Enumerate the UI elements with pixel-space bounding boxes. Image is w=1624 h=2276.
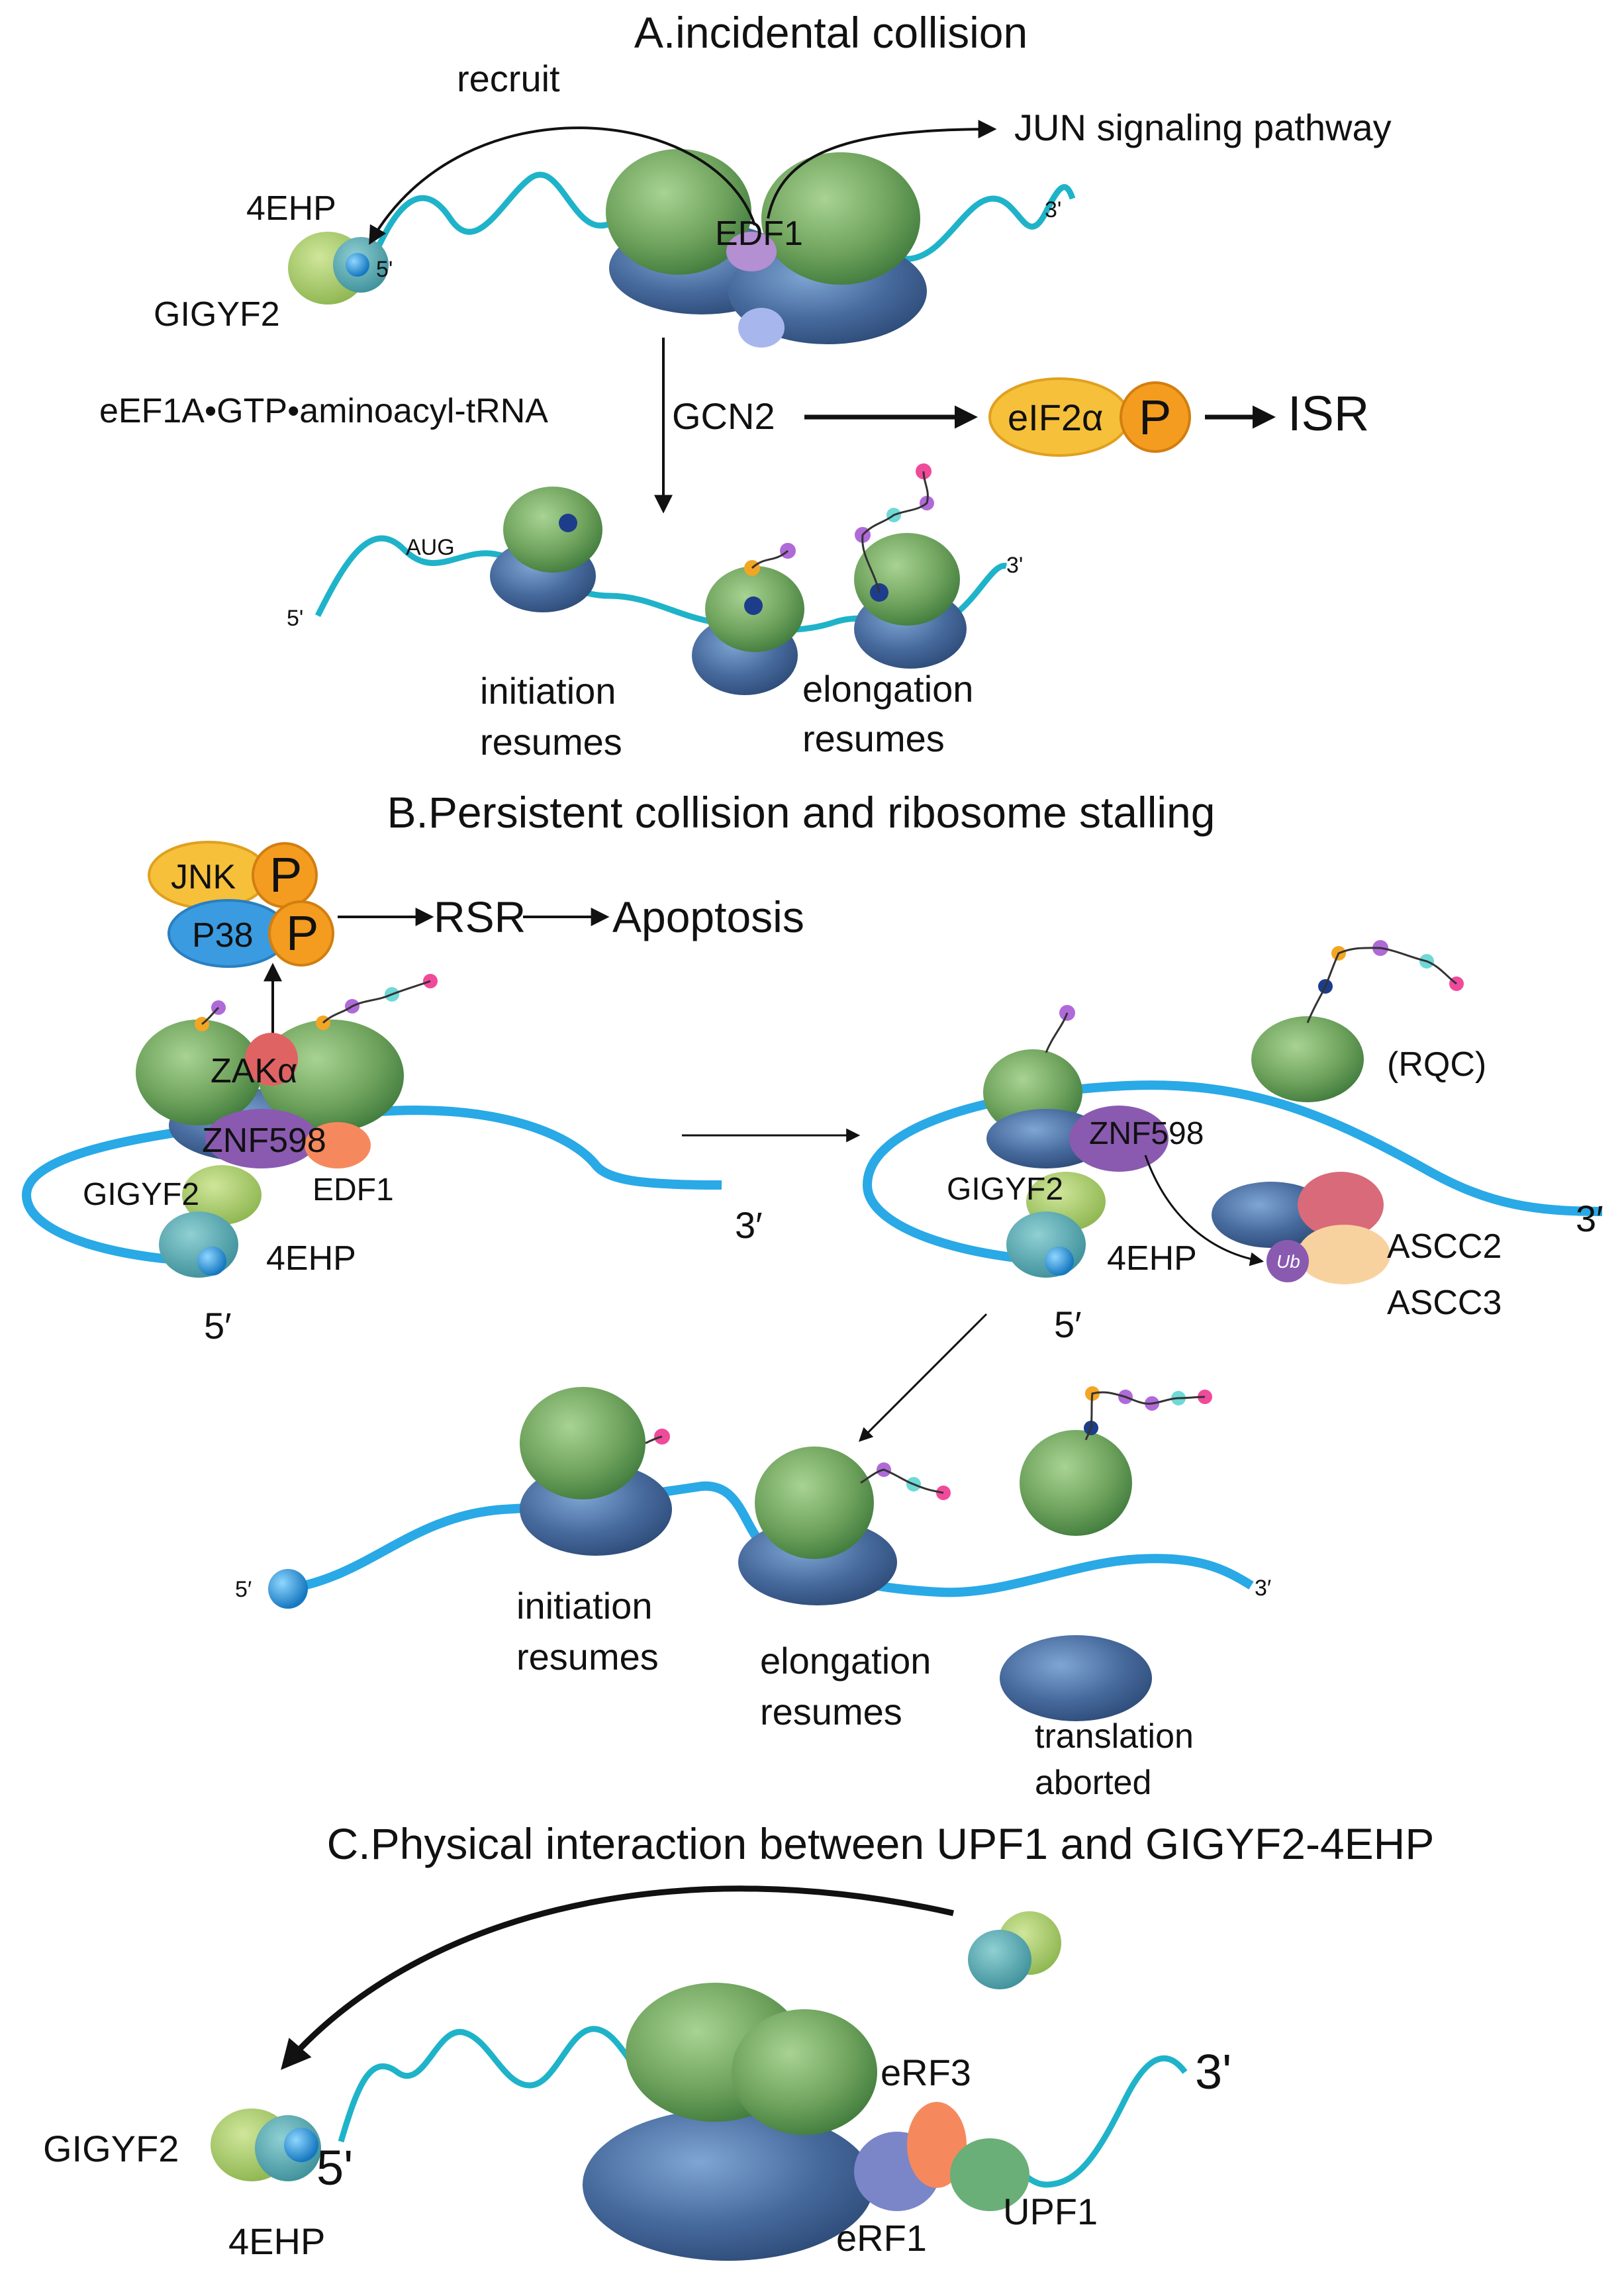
gcn2-label: GCN2 [672,395,775,437]
fourehp-label-right: 4EHP [1107,1239,1197,1278]
p38-p-label: P [286,906,318,961]
five-prime-b-left: 5′ [204,1305,232,1347]
ribosome-a-elong1 [692,543,804,695]
five-prime-a: 5' [376,257,393,282]
right-complex-b [983,1005,1390,1284]
cap-complex-c [211,2109,321,2181]
p38-label: P38 [192,916,254,955]
p38-phospho [167,899,334,968]
ribosome-a-elong2 [854,463,967,669]
panel-b: B.Persistent collision and ribosome stal… [21,788,1603,1802]
free-gigyf2-4ehp [968,1911,1061,1989]
diagonal-arrow-b [859,1313,988,1442]
jnk-p-label: P [269,847,302,902]
panel-c-title: C.Physical interaction between UPF1 and … [327,1819,1435,1868]
aborted-label: aborted [1035,1764,1151,1802]
eef1a-label: eEF1A•GTP•aminoacyl-tRNA [99,392,548,430]
panel-b-title: B.Persistent collision and ribosome stal… [387,788,1216,837]
erf1-label: eRF1 [836,2217,927,2259]
isr-label: ISR [1288,386,1369,441]
three-prime-a: 3' [1045,197,1061,222]
recruit-arrow [369,126,756,245]
jun-label: JUN signaling pathway [1014,107,1392,148]
znf598-label-right: ZNF598 [1089,1116,1204,1151]
three-prime-a2: 3' [1006,553,1023,578]
jun-arrow [767,120,997,219]
recruit-label: recruit [457,58,560,99]
eif2a-phospho [988,377,1191,457]
elongation-label-a: elongation [802,668,973,710]
eif2a-label: eIF2α [1008,397,1103,438]
aug-label: AUG [406,535,455,560]
three-prime-c: 3' [1195,2044,1231,2099]
ub-arrow [1144,1155,1265,1266]
rsr-label: RSR [434,892,526,941]
elongation-label-b: elongation [760,1640,931,1682]
ribosome-a-init [490,487,602,612]
cap-complex-a [288,232,389,305]
resumes-label-b2: resumes [760,1691,902,1732]
upf1-label: UPF1 [1003,2191,1098,2232]
fourehp-label-a: 4EHP [246,189,336,228]
edf1-label-b: EDF1 [312,1172,394,1208]
ascc3-label: ASCC3 [1387,1284,1502,1322]
gigyf2-label-c: GIGYF2 [43,2128,179,2169]
terminating-ribosome-c [583,1983,1029,2261]
edf1-label-a: EDF1 [715,214,803,253]
resumes-label-a1: resumes [480,721,622,763]
three-prime-b-bottom: 3′ [1255,1576,1271,1601]
resumes-label-b1: resumes [516,1636,659,1678]
five-prime-c: 5' [316,2140,353,2195]
panel-a: A.incidental collision EDF1 4EHP GIGYF2 … [99,8,1392,763]
three-prime-b-right: 3′ [1576,1198,1603,1239]
five-prime-b-bottom: 5′ [235,1577,252,1602]
gigyf2-label-right: GIGYF2 [947,1172,1063,1207]
ascc2-label: ASCC2 [1387,1227,1502,1266]
mrna-loop-right [862,1080,1603,1266]
erf3-label: eRF3 [881,2052,971,2093]
fourehp-label-left: 4EHP [266,1239,356,1278]
initiation-label-b: initiation [516,1585,652,1627]
apoptosis-label: Apoptosis [612,892,804,941]
recruit-arrow-c [281,1885,954,2070]
zak-label: ZAKα [211,1052,297,1090]
ub-label: Ub [1276,1251,1300,1272]
collided-ribosomes-a [606,149,927,348]
rqc-label: (RQC) [1387,1045,1486,1084]
translation-label: translation [1035,1717,1194,1756]
ribosome-b-elong [738,1446,951,1605]
ribosome-b-free [1020,1386,1212,1536]
aborted-subunit [1000,1635,1152,1721]
rqc-subunit [1251,940,1464,1102]
eif2a-p-label: P [1139,390,1171,445]
resumes-label-a2: resumes [802,718,945,759]
cap-sphere-b [268,1569,308,1609]
initiation-label-a: initiation [480,670,616,712]
stalled-ribosomes-b [136,974,438,1278]
panel-c: C.Physical interaction between UPF1 and … [43,1819,1434,2262]
jnk-label: JNK [171,858,236,896]
five-prime-a2: 5' [287,606,303,631]
gigyf2-label-a: GIGYF2 [154,295,280,334]
ribosome-b-init [520,1387,672,1556]
gigyf2-label-left: GIGYF2 [83,1177,199,1212]
panel-a-title: A.incidental collision [634,8,1027,57]
fourehp-label-c: 4EHP [228,2220,325,2262]
five-prime-b-right: 5′ [1054,1304,1082,1345]
three-prime-b-left: 3′ [735,1204,763,1246]
znf598-label-left: ZNF598 [202,1121,326,1160]
